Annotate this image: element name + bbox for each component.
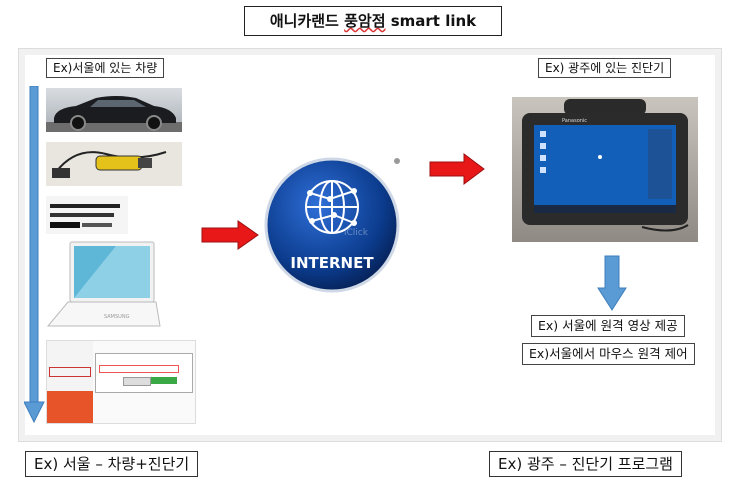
internet-text: INTERNET xyxy=(290,254,374,272)
vertical-flow-arrow xyxy=(24,86,45,424)
remote-video-label: Ex) 서울에 원격 영상 제공 xyxy=(531,315,685,337)
cable-icon xyxy=(52,151,167,178)
software-screenshot xyxy=(46,340,196,424)
screenshot-button-gray xyxy=(123,377,151,386)
small-dot xyxy=(394,158,400,164)
blue-down-arrow xyxy=(597,255,627,311)
laptop-photo: SAMSUNG xyxy=(46,240,162,332)
screenshot-button-green xyxy=(151,377,177,384)
gwangju-scanner-label: Ex) 광주에 있는 진단기 xyxy=(538,58,672,78)
watermark-text: iClick xyxy=(344,228,369,238)
probe-icon xyxy=(50,204,120,228)
red-arrow-to-tablet xyxy=(429,153,485,185)
screenshot-orange-block xyxy=(47,391,93,423)
title-main: 애니카랜드 xyxy=(269,12,345,30)
screenshot-input xyxy=(99,365,179,373)
remote-mouse-label: Ex)서울에서 마우스 원격 제어 xyxy=(522,343,695,365)
tablet-photo: Panasonic xyxy=(512,97,698,242)
globe-icon: INTERNET iClick xyxy=(264,157,400,293)
seoul-vehicle-label: Ex)서울에 있는 차량 xyxy=(46,58,165,78)
screenshot-dialog xyxy=(95,353,193,393)
title-underlined: 풍암점 xyxy=(344,12,386,30)
laptop-icon: SAMSUNG xyxy=(46,241,161,327)
scanner-cable-photo xyxy=(46,142,182,186)
car-icon xyxy=(46,96,182,132)
internet-globe: INTERNET iClick xyxy=(264,155,400,295)
bottom-right-label: Ex) 광주 – 진단기 프로그램 xyxy=(489,451,682,477)
screenshot-red-box xyxy=(49,367,91,377)
tablet-brand: Panasonic xyxy=(562,118,587,124)
probe-photo xyxy=(46,196,128,234)
bottom-left-label: Ex) 서울 – 차량+진단기 xyxy=(25,451,199,477)
title-tail: smart link xyxy=(385,12,477,30)
tablet-icon: Panasonic xyxy=(522,99,689,232)
car-photo xyxy=(46,88,182,132)
page-title: 애니카랜드 풍암점 smart link xyxy=(244,6,502,36)
red-arrow-to-internet xyxy=(201,220,259,250)
laptop-brand: SAMSUNG xyxy=(104,314,130,320)
